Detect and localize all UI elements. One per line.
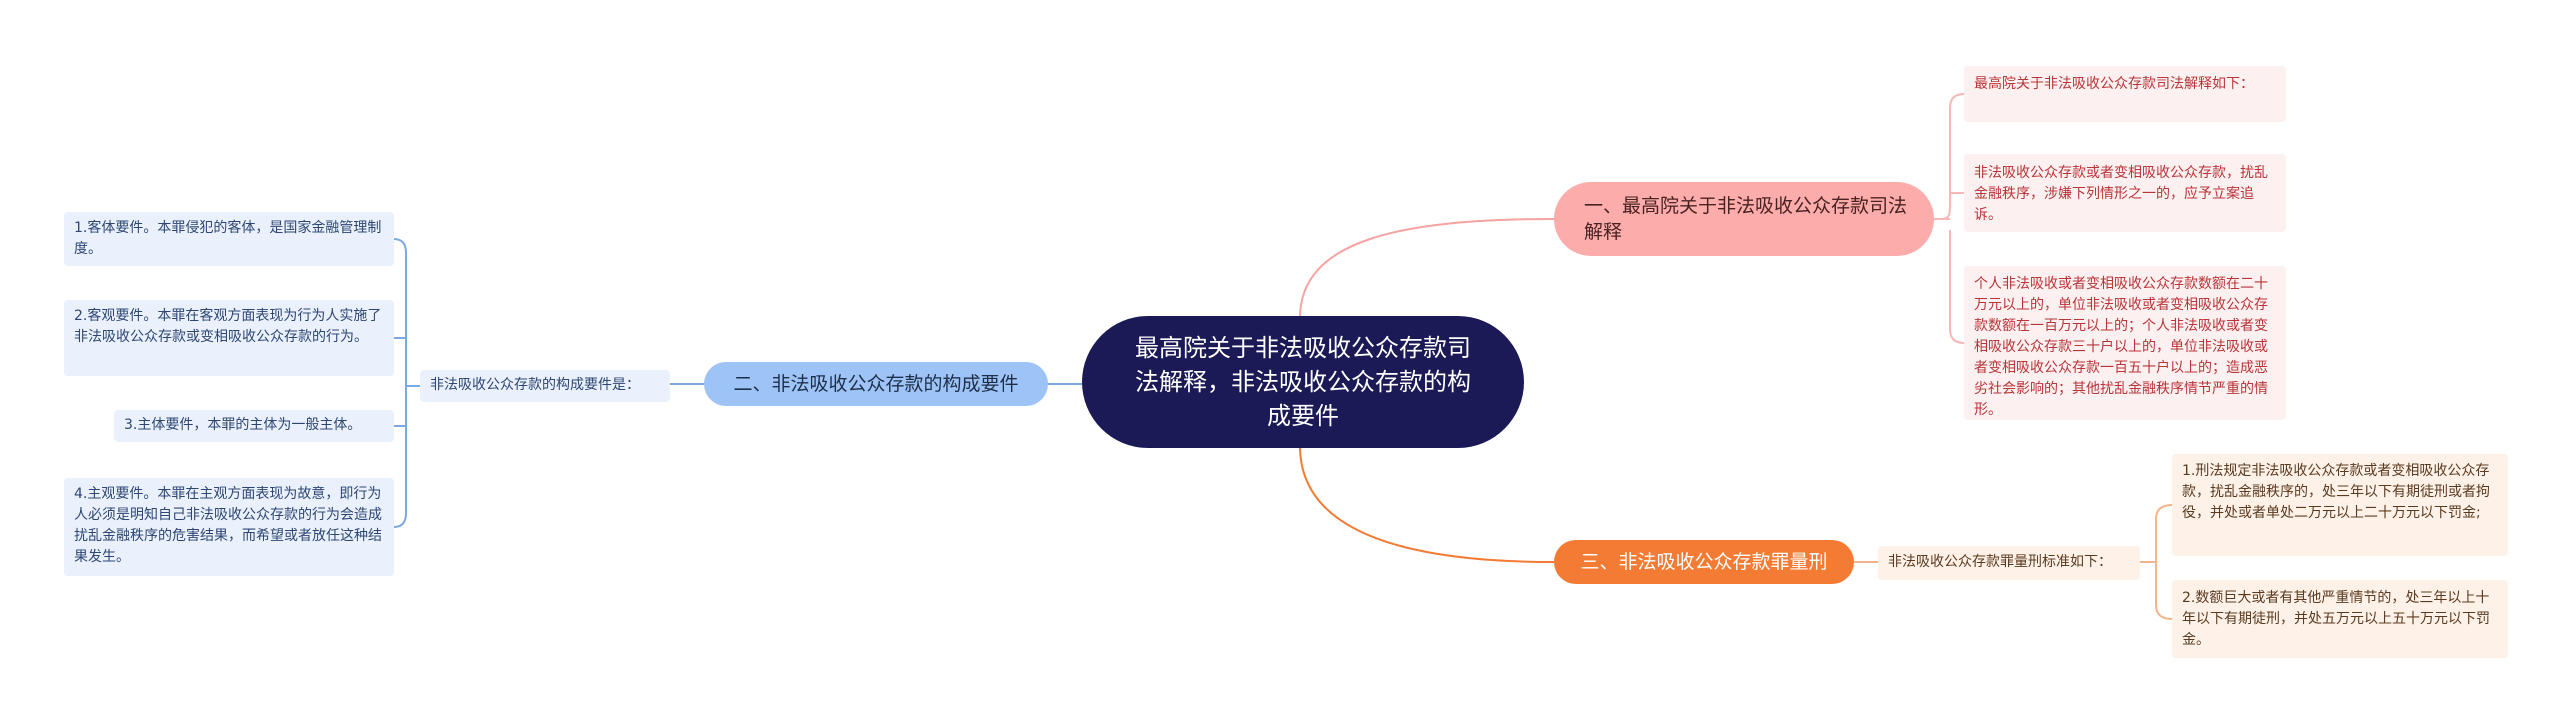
leaf-subjective-element[interactable]: 4.主观要件。本罪在主观方面表现为故意，即行为人必须是明知自己非法吸收公众存款的… xyxy=(64,478,394,576)
branch2-title: 二、非法吸收公众存款的构成要件 xyxy=(733,373,1019,395)
leaf-amount-thresholds[interactable]: 个人非法吸收或者变相吸收公众存款数额在二十万元以上的，单位非法吸收或者变相吸收公… xyxy=(1964,266,2286,420)
leaf-objective-element[interactable]: 2.客观要件。本罪在客观方面表现为行为人实施了非法吸收公众存款或变相吸收公众存款… xyxy=(64,300,394,376)
branch1-title: 一、最高院关于非法吸收公众存款司法解释 xyxy=(1584,195,1908,243)
subnode-sentencing-intro[interactable]: 非法吸收公众存款罪量刑标准如下： xyxy=(1878,546,2140,580)
root-topic-text: 最高院关于非法吸收公众存款司法解释，非法吸收公众存款的构成要件 xyxy=(1135,334,1471,430)
link-root-branch1 xyxy=(1299,218,1555,319)
root-topic[interactable]: 最高院关于非法吸收公众存款司法解释，非法吸收公众存款的构成要件 xyxy=(1082,316,1524,448)
leaf-sentencing-basic[interactable]: 1.刑法规定非法吸收公众存款或者变相吸收公众存款，扰乱金融秩序的，处三年以下有期… xyxy=(2172,454,2508,556)
link-branch1-leaves xyxy=(1933,93,1965,344)
leaf-interpretation-intro[interactable]: 最高院关于非法吸收公众存款司法解释如下： xyxy=(1964,66,2286,122)
leaf-prosecution-criteria[interactable]: 非法吸收公众存款或者变相吸收公众存款，扰乱金融秩序，涉嫌下列情形之一的，应予立案… xyxy=(1964,154,2286,232)
branch-constitutive-elements[interactable]: 二、非法吸收公众存款的构成要件 xyxy=(704,362,1048,406)
link-sub-leaves xyxy=(393,238,420,528)
link-sub-orange-leaves xyxy=(2140,504,2173,620)
link-root-branch3 xyxy=(1299,445,1555,563)
subnode-elements-intro[interactable]: 非法吸收公众存款的构成要件是： xyxy=(420,370,670,402)
leaf-sentencing-aggravated[interactable]: 2.数额巨大或者有其他严重情节的，处三年以上十年以下有期徒刑，并处五万元以上五十… xyxy=(2172,580,2508,658)
branch-sentencing[interactable]: 三、非法吸收公众存款罪量刑 xyxy=(1554,540,1854,584)
branch3-title: 三、非法吸收公众存款罪量刑 xyxy=(1580,551,1828,573)
branch-judicial-interpretation[interactable]: 一、最高院关于非法吸收公众存款司法解释 xyxy=(1554,182,1934,256)
leaf-object-element[interactable]: 1.客体要件。本罪侵犯的客体，是国家金融管理制度。 xyxy=(64,212,394,266)
leaf-subject-element[interactable]: 3.主体要件，本罪的主体为一般主体。 xyxy=(114,410,394,442)
